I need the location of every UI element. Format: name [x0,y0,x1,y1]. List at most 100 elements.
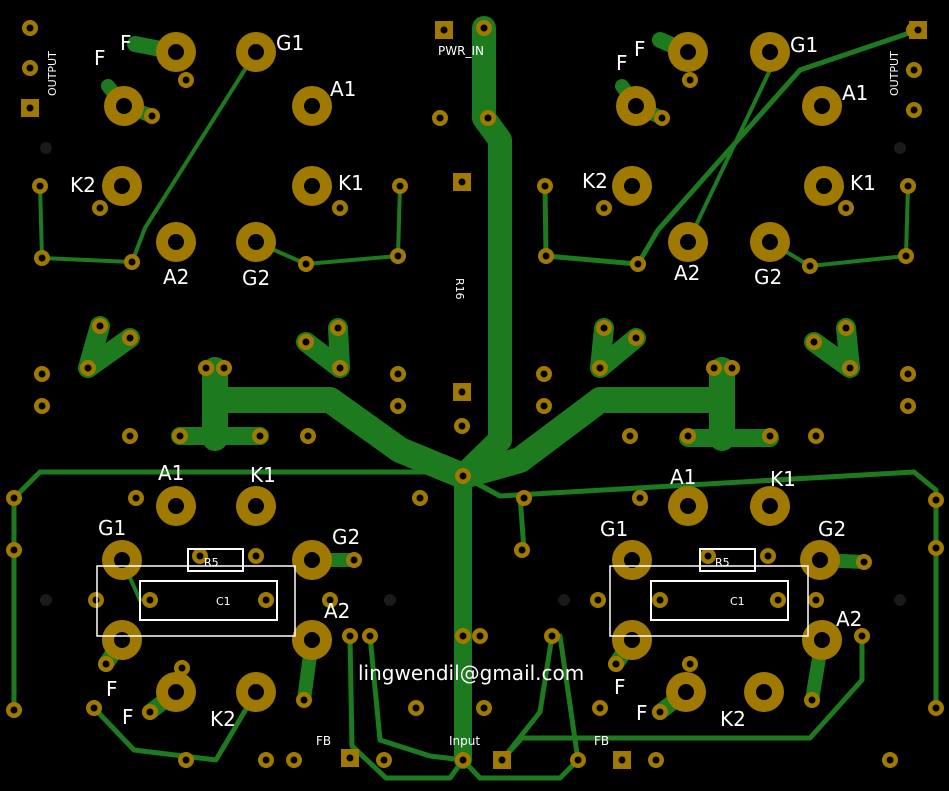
small-pad [808,428,824,444]
ur-k2-label: K2 [582,169,608,193]
ll-r5-box [187,548,244,572]
small-pad [652,704,668,720]
small-pad [928,700,944,716]
small-pad [898,248,914,264]
mounting-dot [558,594,570,606]
small-pad [216,360,232,376]
lr-k2-label: K2 [720,707,746,731]
c1-right-label: C1 [730,595,745,608]
small-pad [706,360,722,376]
small-pad [516,490,532,506]
large-pad [616,86,656,126]
small-pad [882,752,898,768]
ur-a1-label: A1 [842,81,868,105]
small-pad [596,200,612,216]
small-pad [928,492,944,508]
small-pad [592,700,608,716]
large-pad [612,166,652,206]
right-feed-trace [460,469,939,711]
large-pad [804,166,844,206]
large-pad [102,620,142,660]
small-pad [770,592,786,608]
small-pad [122,330,138,346]
ll-a1-label: A1 [158,461,184,485]
lr-r5-box [699,548,756,572]
large-pad [292,166,332,206]
ul-a1-label: A1 [330,77,356,101]
small-pad [124,254,140,270]
ll-g1-label: G1 [98,516,126,540]
small-pad [252,428,268,444]
large-pad [668,486,708,526]
ul-f2-label: F [94,46,106,70]
small-pad [630,256,646,272]
small-pad [22,60,38,76]
small-pad [570,752,586,768]
r5-left-label: R5 [204,556,219,569]
small-pad [590,592,606,608]
lr-f1-label: F [614,675,626,699]
small-pad [654,110,670,126]
small-pad [854,628,870,644]
small-pad [806,334,822,350]
small-pad [802,258,818,274]
square-pad [493,751,511,769]
small-pad [346,552,362,568]
small-pad [32,178,48,194]
output-left-label: OUTPUT [46,51,59,96]
small-pad [906,102,922,118]
large-pad [104,86,144,126]
small-pad [248,548,264,564]
ll-f2-label: F [122,705,134,729]
small-pad [6,490,22,506]
small-pad [258,752,274,768]
square-pad [613,751,631,769]
small-pad [622,428,638,444]
small-pad [455,752,471,768]
ll-k2-label: K2 [210,707,236,731]
large-pad [236,486,276,526]
ll-k1-label: K1 [250,463,276,487]
ur-f1-label: F [634,37,646,61]
large-pad [802,86,842,126]
small-pad [472,628,488,644]
ll-g2-label: G2 [332,525,360,549]
small-pad [537,178,553,194]
small-pad [390,366,406,382]
small-pad [455,628,471,644]
small-pad [342,628,358,644]
mounting-dot [40,594,52,606]
small-pad [900,178,916,194]
ul-k1-label: K1 [338,171,364,195]
small-pad [298,256,314,272]
ur-g2-label: G2 [754,265,782,289]
large-pad [236,32,276,72]
c1-left-label: C1 [216,595,231,608]
large-pad [292,620,332,660]
small-pad [296,692,312,708]
small-pad [648,752,664,768]
ll-fb-trace [347,633,466,781]
small-pad [514,542,530,558]
large-pad [156,486,196,526]
ll-f1-label: F [106,677,118,701]
fb-left-label: FB [316,734,331,748]
large-pad [612,620,652,660]
left-edge-trace [11,469,43,713]
small-pad [34,398,50,414]
small-pad [842,360,858,376]
lr-a2-label: A2 [836,607,862,631]
small-pad [142,704,158,720]
large-pad [666,672,706,712]
output-right-label: OUTPUT [888,51,901,96]
large-pad [156,222,196,262]
lr-f2-label: F [636,701,648,725]
small-pad [628,330,644,346]
large-pad [292,540,332,580]
small-pad [476,20,492,36]
small-pad [412,490,428,506]
lr-cross-trace [499,633,555,763]
small-pad [144,108,160,124]
